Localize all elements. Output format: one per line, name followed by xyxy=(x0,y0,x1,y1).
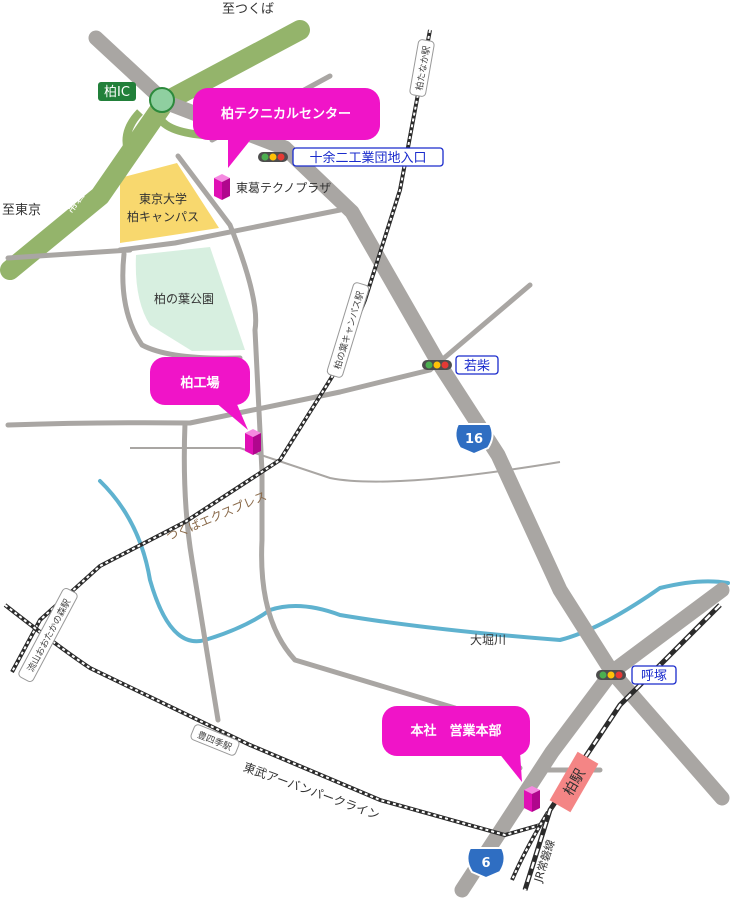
river-label: 大堀川 xyxy=(470,632,506,647)
callout-hq: 本社 営業本部 xyxy=(382,706,530,782)
traffic-signal-icon-1 xyxy=(258,152,288,162)
tech-plaza-label: 東葛テクノプラザ xyxy=(236,181,331,195)
callout-factory: 柏工場 xyxy=(150,357,250,430)
interchange-label-bg xyxy=(98,82,136,101)
intersection-label-box-2 xyxy=(455,355,499,375)
route-16-label: 16 xyxy=(465,432,483,447)
minor-road xyxy=(130,447,561,483)
direction-west: 至東京 xyxy=(2,202,41,218)
intersection-label-box-3 xyxy=(631,665,677,685)
interchange-label: 柏IC xyxy=(104,85,130,100)
route-6-shield-icon: 6 xyxy=(466,847,506,880)
building-icon-tech-plaza xyxy=(214,174,230,200)
building-icon-hq xyxy=(524,786,540,812)
callout-factory-label: 柏工場 xyxy=(180,375,219,391)
intersection-label-box-1 xyxy=(292,147,444,167)
route-6-label: 6 xyxy=(481,856,490,871)
river-line xyxy=(98,479,730,644)
campus-label-line2: 柏キャンパス xyxy=(127,209,199,224)
callout-hq-label: 本社 営業本部 xyxy=(410,723,501,739)
intersection-label-1: 十余二工業団地入口 xyxy=(309,150,426,166)
station-kashiwanoha: 柏の葉キャンパス駅 xyxy=(326,282,370,378)
intersection-label-3: 呼塚 xyxy=(641,669,667,684)
traffic-signal-icon-3 xyxy=(596,670,626,680)
tsukuba-express-label: つくばエクスプレス xyxy=(164,489,269,544)
route-16-shield-icon: 16 xyxy=(454,423,494,456)
station-kashiwa: 柏駅 xyxy=(549,751,599,813)
direction-north: 至つくば xyxy=(222,2,274,17)
park-area xyxy=(135,247,245,351)
intersection-label-2: 若柴 xyxy=(464,358,490,374)
interchange-marker xyxy=(149,87,175,113)
park-label: 柏の葉公園 xyxy=(154,291,214,306)
campus-area xyxy=(120,163,219,243)
station-nagareyama: 流山おおたかの森駅 xyxy=(18,588,78,682)
traffic-signal-icon-2 xyxy=(422,360,452,370)
callout-tech-center: 柏テクニカルセンター xyxy=(193,88,380,168)
tobu-line xyxy=(3,603,550,881)
callout-tech-center-label: 柏テクニカルセンター xyxy=(221,106,351,122)
building-icon-factory xyxy=(245,429,261,455)
campus-label-line1: 東京大学 xyxy=(139,191,187,206)
station-kashiwatanaka: 柏たなか駅 xyxy=(409,39,435,97)
